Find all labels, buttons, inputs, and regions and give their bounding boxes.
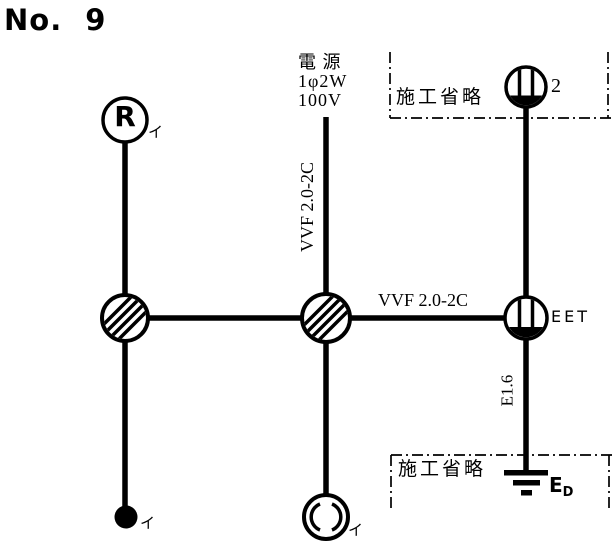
power-source-voltage: 100V [298, 90, 342, 110]
cable-label-vertical-vvf: VVF 2.0-2C [297, 162, 317, 253]
wall-outlet-double-icon [504, 65, 548, 109]
earth-electrode-label: ED [549, 475, 573, 499]
cable-label-earth-wire: E1.6 [497, 374, 517, 407]
earth-terminal-outlet-icon [503, 295, 549, 341]
ceiling-rose-circuit-label: イ [348, 523, 364, 539]
lamp-receptacle-letter: R [114, 100, 136, 133]
junction-box-center-icon [300, 292, 352, 344]
power-source-name: 電 源 [298, 52, 342, 72]
switch-icon [114, 505, 138, 529]
cable-label-horizontal-vvf: VVF 2.0-2C [378, 290, 469, 310]
earth-electrode-letter: E [549, 473, 563, 497]
omission-label-top: 施工省略 [396, 87, 485, 108]
wall-outlet-count-label: 2 [551, 75, 561, 97]
omission-box-top-border [389, 52, 613, 119]
omission-borders [389, 52, 613, 508]
lamp-receptacle-icon [101, 96, 149, 144]
earth-terminal-outlet-label: EET [551, 307, 590, 326]
ceiling-rose-icon [302, 493, 350, 541]
page-title: No. 9 [4, 3, 107, 37]
omission-box-bottom-border [390, 454, 613, 508]
power-source-label: 電 源 1φ2W 100V [298, 53, 347, 110]
lamp-receptacle-circuit-label: イ [148, 125, 164, 141]
power-source-phase: 1φ2W [298, 71, 348, 91]
earth-electrode-icon [504, 470, 548, 496]
switch-circuit-label: イ [140, 516, 156, 532]
wires [122, 105, 529, 507]
omission-label-bottom: 施工省略 [398, 459, 487, 480]
junction-box-left-icon [100, 293, 150, 343]
earth-electrode-subscript: D [562, 485, 574, 500]
